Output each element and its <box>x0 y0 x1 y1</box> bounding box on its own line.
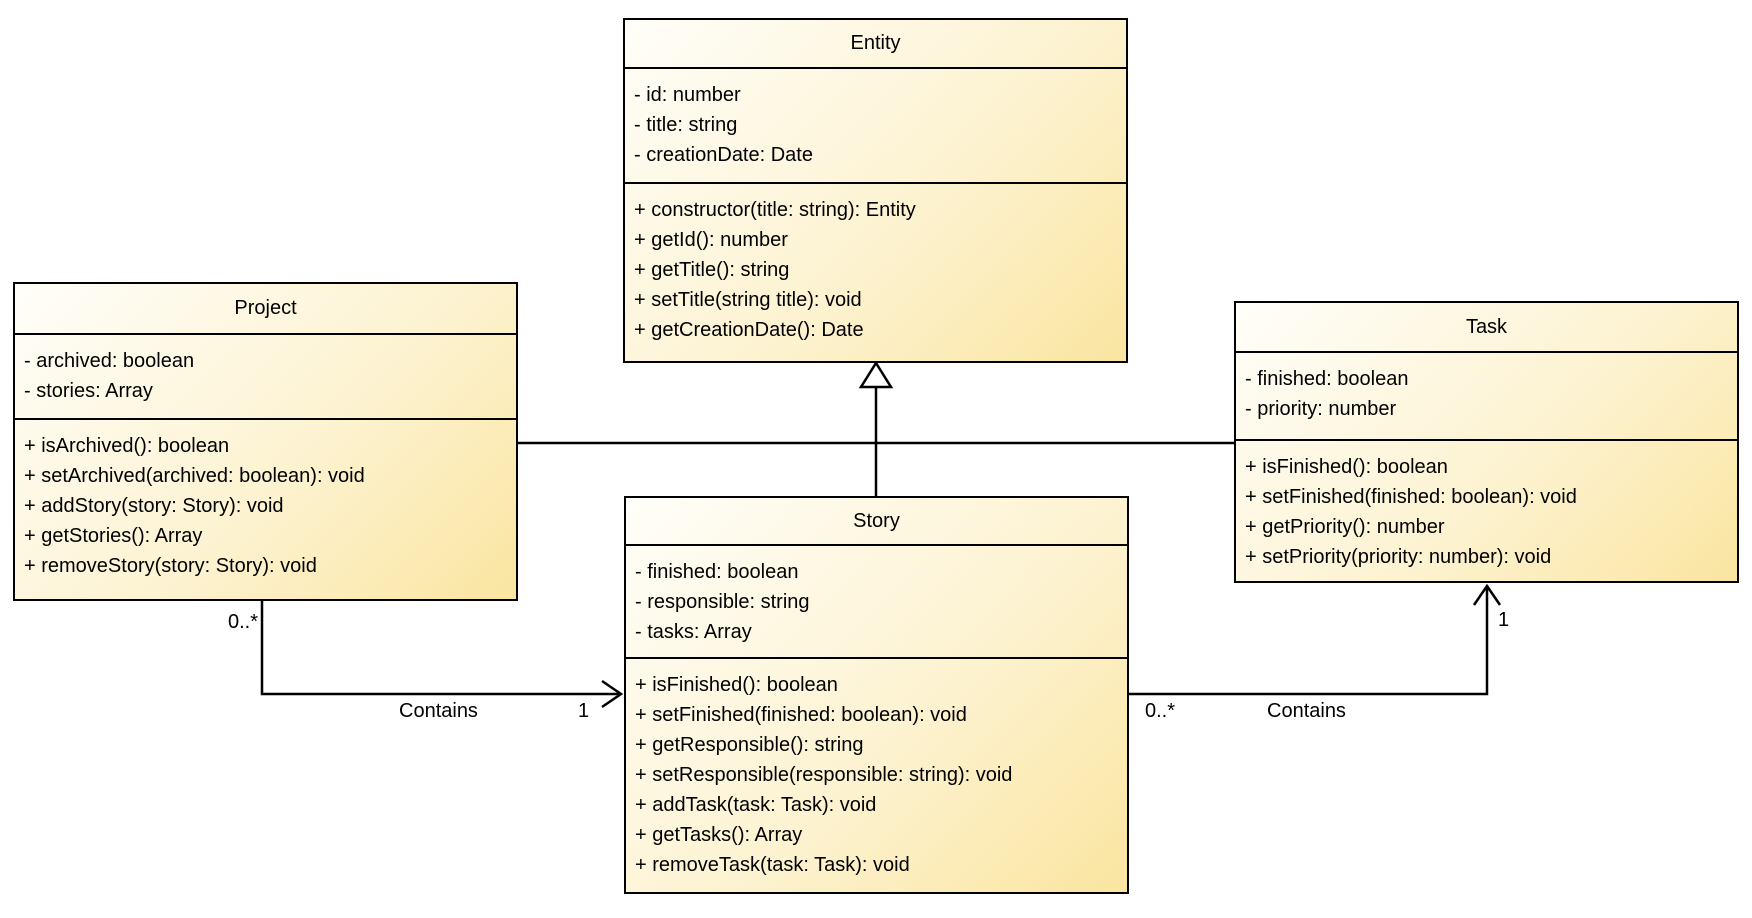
class-member: + setFinished(finished: boolean): void <box>635 704 967 726</box>
class-member: - tasks: Array <box>635 621 752 643</box>
class-methods-task: + isFinished(): boolean + setFinished(fin… <box>1236 439 1737 581</box>
open-arrow-up-icon <box>1472 583 1502 606</box>
story-task-association-line <box>1129 587 1489 696</box>
class-member: - stories: Array <box>24 380 153 402</box>
multiplicity-label-task-side: 1 <box>1498 609 1510 631</box>
class-member: + isFinished(): boolean <box>635 674 838 696</box>
class-title-task: Task <box>1465 315 1508 338</box>
class-member: - id: number <box>634 84 741 106</box>
class-member: + setResponsible(responsible: string): v… <box>635 764 1013 786</box>
class-member: - title: string <box>634 114 738 136</box>
class-member: + getPriority(): number <box>1245 516 1445 538</box>
class-member: + setArchived(archived: boolean): void <box>24 465 365 487</box>
class-member: + getResponsible(): string <box>635 734 864 756</box>
class-member: - creationDate: Date <box>634 144 813 166</box>
class-member: - responsible: string <box>635 591 810 613</box>
class-box-project: Project - archived: boolean - stories: Ar… <box>13 282 518 601</box>
class-box-task: Task - finished: boolean - priority: numb… <box>1234 301 1739 583</box>
open-arrow-right-icon <box>601 679 624 709</box>
class-box-story: Story - finished: boolean - responsible: … <box>624 496 1129 894</box>
class-member: - archived: boolean <box>24 350 195 372</box>
class-member: - finished: boolean <box>635 561 799 583</box>
class-member: + getId(): number <box>634 229 788 251</box>
class-member: + isFinished(): boolean <box>1245 456 1448 478</box>
association-name-project-story: Contains <box>399 700 478 722</box>
generalization-triangle-icon <box>858 360 894 389</box>
class-member: - priority: number <box>1245 398 1397 420</box>
multiplicity-label-story-source-side: 0..* <box>1145 700 1176 722</box>
class-title-story: Story <box>853 509 900 532</box>
class-methods-project: + isArchived(): boolean + setArchived(arc… <box>15 418 516 599</box>
class-member: + constructor(title: string): Entity <box>634 199 916 221</box>
project-story-association-line <box>260 601 620 696</box>
class-attributes-story: - finished: boolean - responsible: string… <box>626 544 1127 657</box>
association-name-story-task: Contains <box>1267 700 1346 722</box>
class-attributes-entity: - id: number - title: string - creationDat… <box>625 67 1126 182</box>
multiplicity-label-story-side: 1 <box>578 700 590 722</box>
class-member: + getTasks(): Array <box>635 824 803 846</box>
class-member: + getCreationDate(): Date <box>634 319 864 341</box>
class-methods-story: + isFinished(): boolean + setFinished(fin… <box>626 657 1127 892</box>
class-title-entity: Entity <box>850 32 901 54</box>
class-attributes-task: - finished: boolean - priority: number <box>1236 351 1737 439</box>
class-member: + removeStory(story: Story): void <box>24 555 317 577</box>
class-member: + isArchived(): boolean <box>24 435 230 457</box>
multiplicity-label-project-side: 0..* <box>227 611 258 633</box>
class-member: - finished: boolean <box>1245 368 1409 390</box>
class-member: + addStory(story: Story): void <box>24 495 284 517</box>
class-member: + removeTask(task: Task): void <box>635 854 910 876</box>
class-attributes-project: - archived: boolean - stories: Array <box>15 333 516 418</box>
class-member: + getStories(): Array <box>24 525 203 547</box>
class-member: + setPriority(priority: number): void <box>1245 546 1552 568</box>
class-member: + setFinished(finished: boolean): void <box>1245 486 1577 508</box>
class-member: + setTitle(string title): void <box>634 289 862 311</box>
class-title-project: Project <box>234 297 297 319</box>
class-member: + addTask(task: Task): void <box>635 794 877 816</box>
class-member: + getTitle(): string <box>634 259 790 281</box>
class-methods-entity: + constructor(title: string): Entity + ge… <box>625 182 1126 361</box>
class-box-entity: Entity - id: number - title: string - crea… <box>623 18 1128 363</box>
